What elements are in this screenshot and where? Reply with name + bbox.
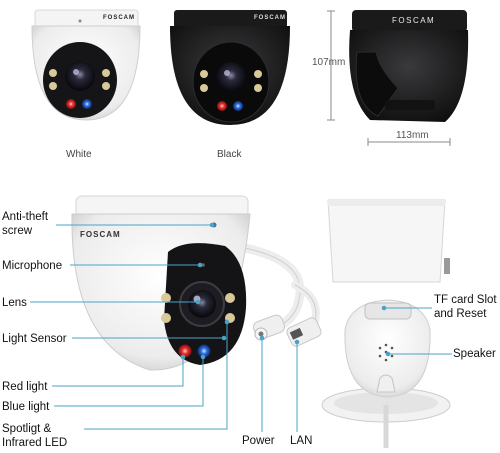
black-caption: Black [217,149,242,160]
brand-logo-white: FOSCAM [103,15,135,21]
height-dimension-label: 107mm [312,57,346,68]
white-caption: White [66,149,92,160]
black-camera-front [170,10,290,125]
tf-card-line1: TF card Slot [434,294,497,306]
brand-logo-side: FOSCAM [392,16,436,25]
light-sensor-label: Light Sensor [2,333,67,345]
spotlight-ir-line1: Spotligt & [2,423,52,435]
blue-light-label: Blue light [2,401,50,413]
anti-theft-screw-line2: screw [2,225,33,237]
white-camera-detail [71,195,322,371]
width-dimension-label: 113mm [396,130,429,141]
tf-card-label: TF card Slot and Reset [434,293,497,321]
tf-card-line2: and Reset [434,308,487,320]
speaker-label: Speaker [453,348,496,360]
anti-theft-screw-label: Anti-theft screw [2,210,48,238]
lens-label: Lens [2,297,27,309]
brand-logo-black: FOSCAM [254,15,286,21]
callout-leader-lines [30,222,452,432]
lan-label: LAN [290,435,313,447]
red-light-label: Red light [2,381,48,393]
microphone-label: Microphone [2,260,63,272]
dimension-lines [327,10,451,146]
black-camera-side [349,10,469,122]
anti-theft-screw-line1: Anti-theft [2,211,49,223]
white-camera-front [31,9,141,121]
brand-logo-large: FOSCAM [80,230,121,239]
spotlight-ir-label: Spotligt & Infrared LED [2,422,67,450]
mount-and-back-view [321,199,451,448]
power-label: Power [242,435,275,447]
spotlight-ir-line2: Infrared LED [2,437,68,449]
